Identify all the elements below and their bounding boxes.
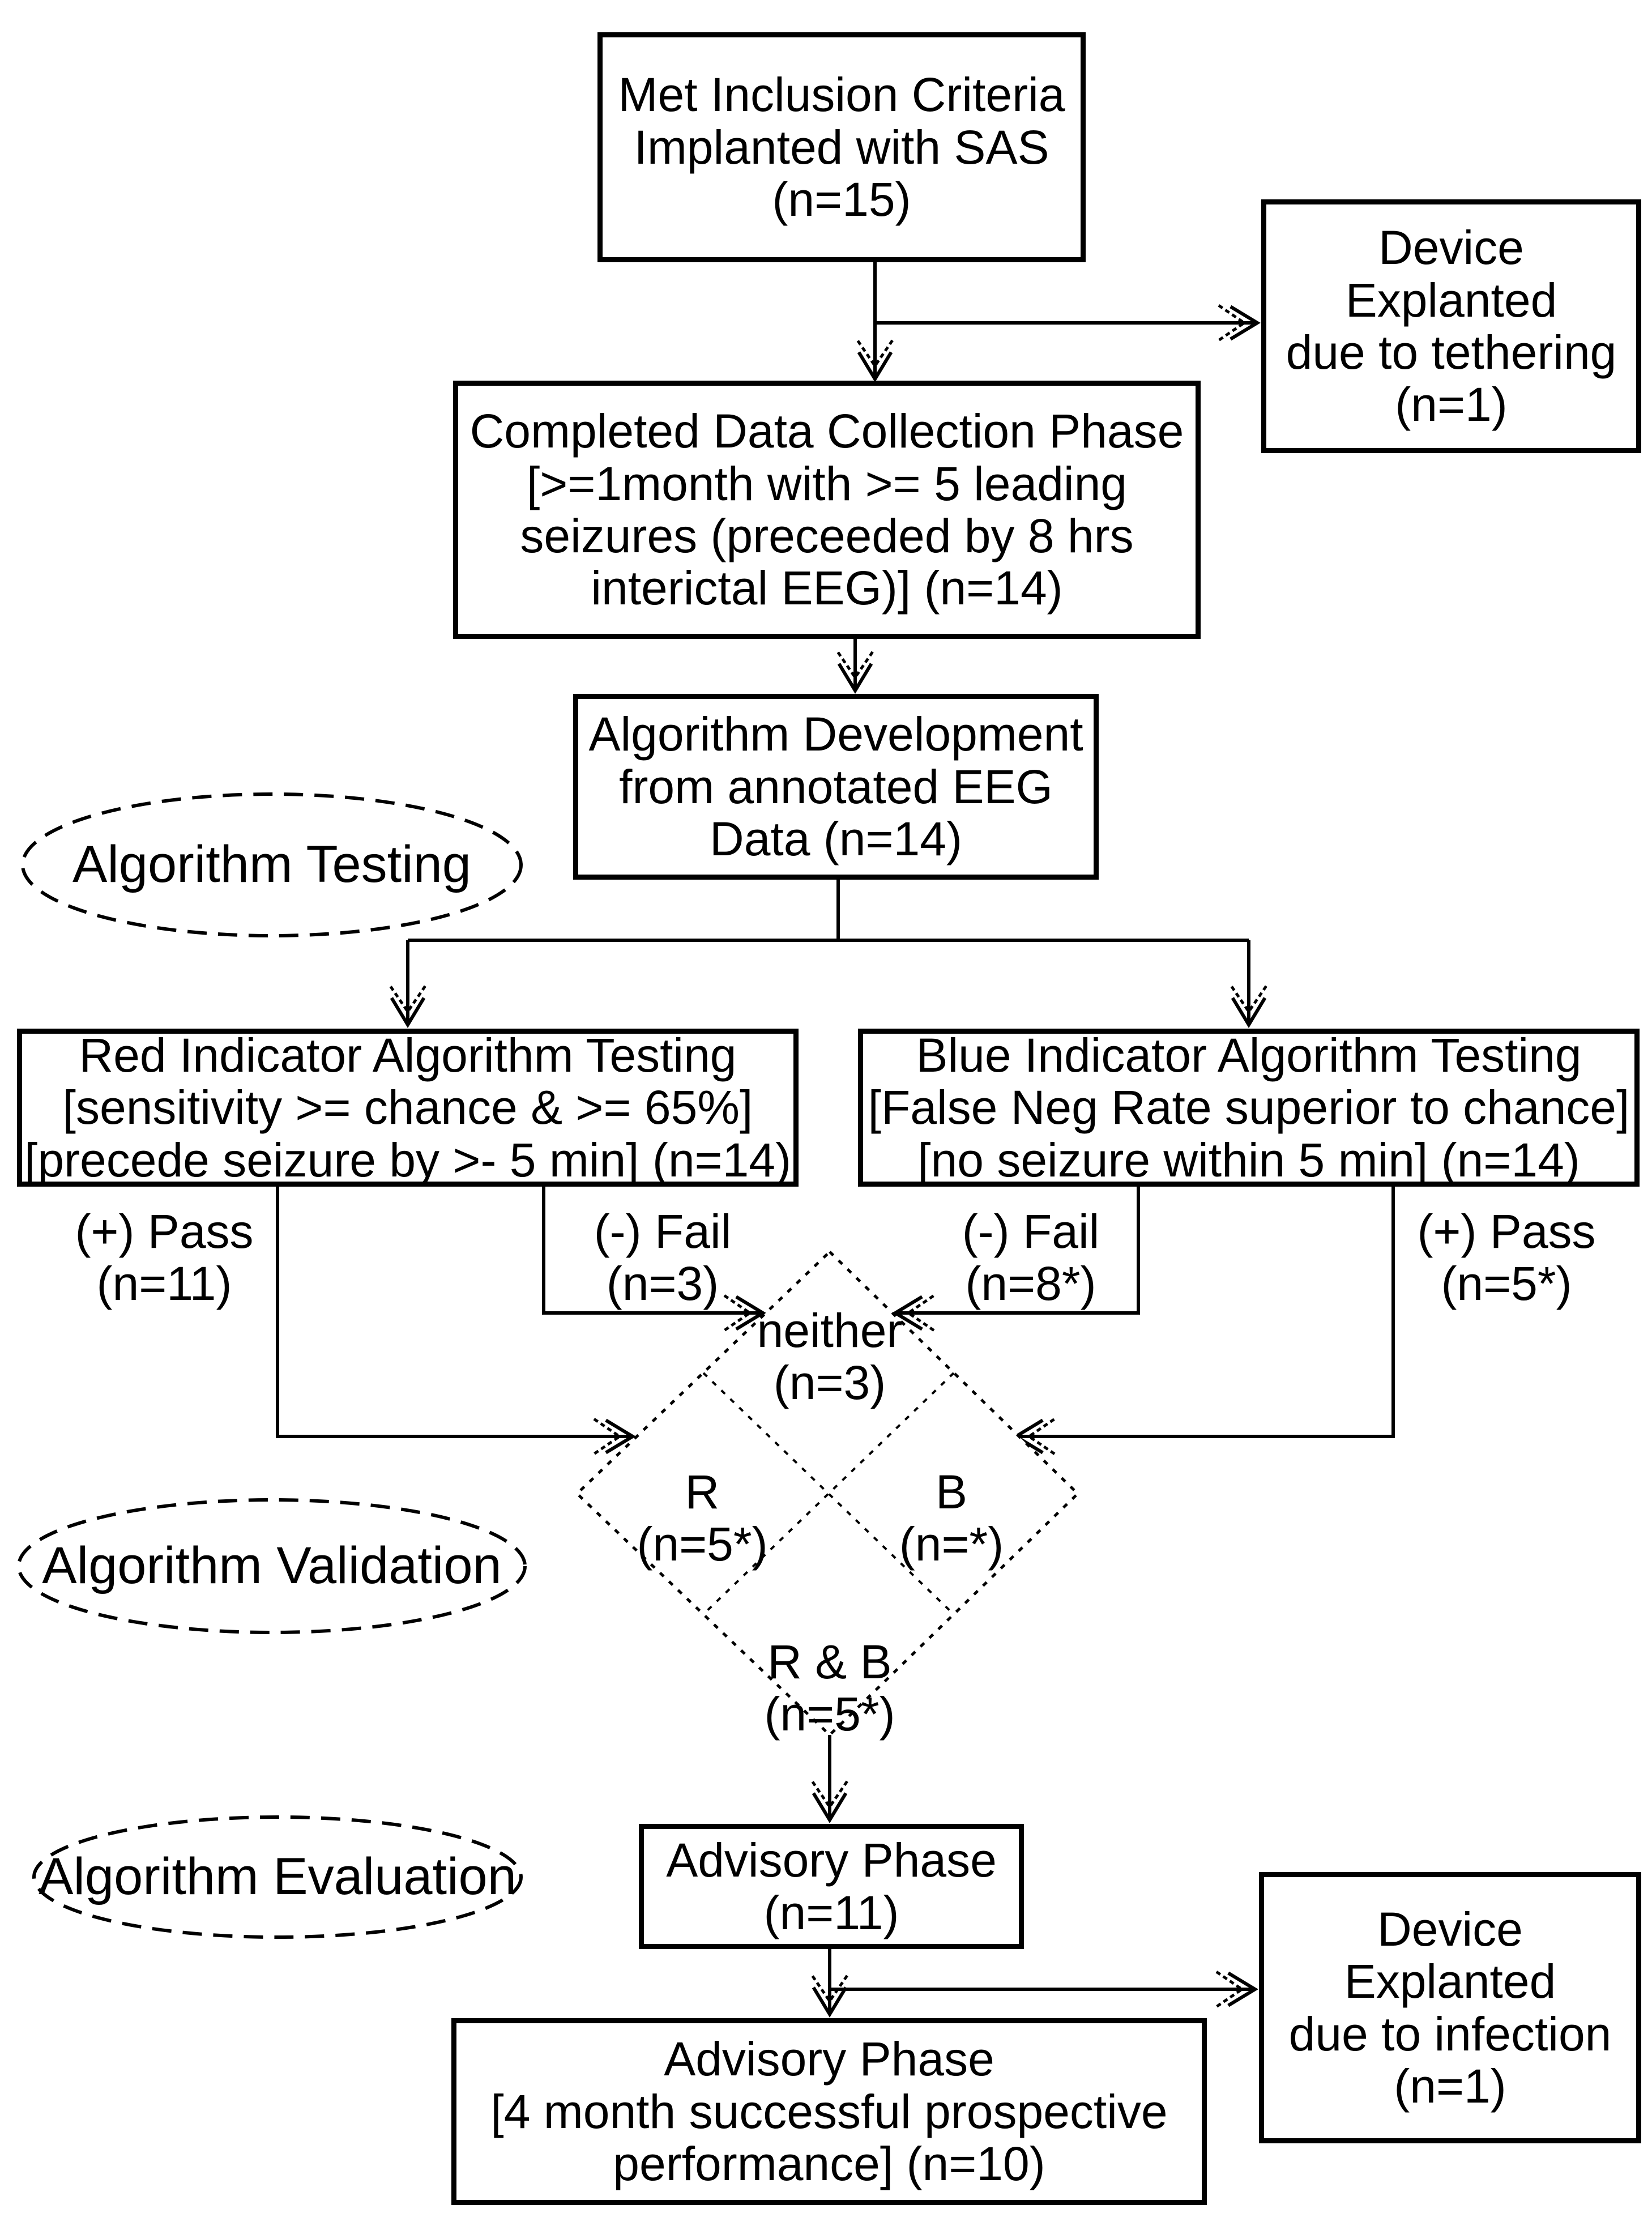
diamond-label-neither: neither (n=3) bbox=[757, 1303, 903, 1409]
ellipse-algorithm-validation-outline bbox=[17, 1498, 527, 1634]
diamond-label-blue-only: B (n=*) bbox=[899, 1465, 1004, 1571]
arrow-pass-right bbox=[1017, 1187, 1395, 1436]
arrow-fail-left bbox=[542, 1187, 762, 1313]
box-advisory-phase: Advisory Phase (n=11) bbox=[639, 1824, 1024, 1949]
label-fail-left: (-) Fail (n=3) bbox=[594, 1204, 732, 1310]
ellipse-algorithm-testing-outline bbox=[21, 792, 523, 937]
ellipse-label-algorithm-evaluation: Algorithm Evaluation bbox=[39, 1848, 516, 1906]
box-red-indicator-testing: Red Indicator Algorithm Testing [sensiti… bbox=[17, 1029, 799, 1187]
arrow-pass-left bbox=[276, 1187, 632, 1436]
box-device-explanted-infection: Device Explanted due to infection (n=1) bbox=[1259, 1872, 1641, 2143]
diamond-divider-ne-sw bbox=[702, 1372, 955, 1615]
box-advisory-phase-performance: Advisory Phase [4 month successful prosp… bbox=[451, 2018, 1207, 2205]
diamond-divider-nw-se bbox=[702, 1372, 955, 1615]
ellipse-label-algorithm-testing: Algorithm Testing bbox=[72, 835, 471, 894]
label-pass-left: (+) Pass (n=11) bbox=[75, 1204, 254, 1310]
ellipse-label-algorithm-validation: Algorithm Validation bbox=[42, 1537, 502, 1595]
box-device-explanted-tethering: Device Explanted due to tethering (n=1) bbox=[1261, 199, 1641, 453]
label-pass-right: (+) Pass (n=5*) bbox=[1417, 1204, 1596, 1310]
box-completed-data-collection: Completed Data Collection Phase [>=1mont… bbox=[453, 381, 1201, 639]
arrow-fail-right bbox=[896, 1187, 1140, 1313]
ellipse-algorithm-evaluation-outline bbox=[32, 1815, 523, 1939]
diamond-label-red-only: R (n=5*) bbox=[637, 1465, 768, 1571]
box-blue-indicator-testing: Blue Indicator Algorithm Testing [False … bbox=[858, 1029, 1640, 1187]
label-fail-right: (-) Fail (n=8*) bbox=[962, 1204, 1100, 1310]
box-met-inclusion: Met Inclusion Criteria Implanted with SA… bbox=[597, 32, 1086, 262]
box-algorithm-development: Algorithm Development from annotated EEG… bbox=[573, 694, 1099, 880]
diamond-label-red-and-blue: R & B (n=5*) bbox=[764, 1635, 895, 1741]
